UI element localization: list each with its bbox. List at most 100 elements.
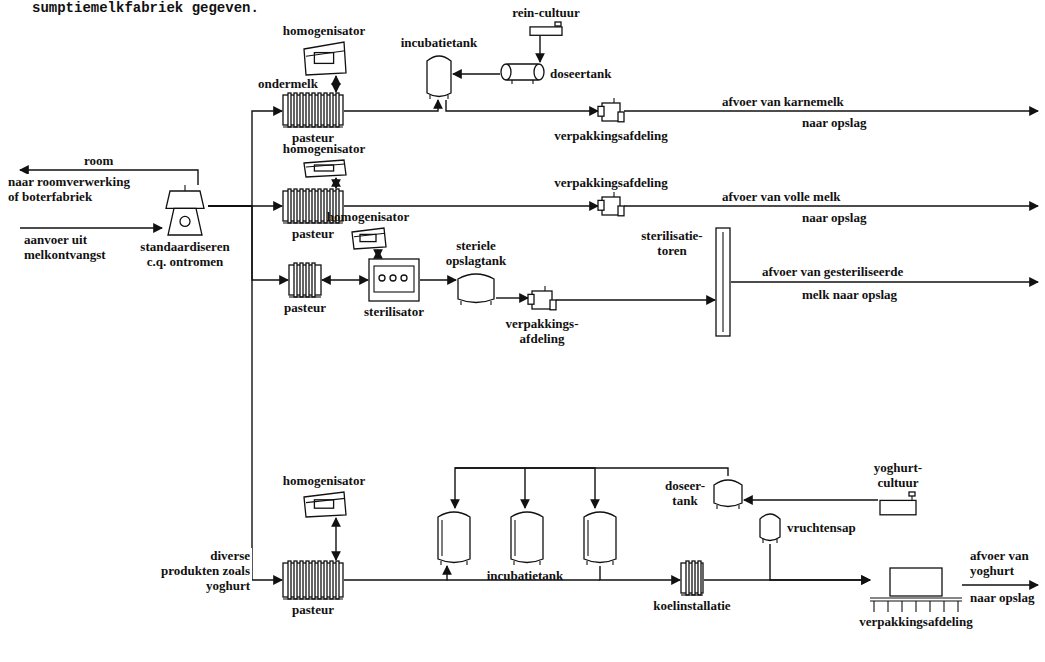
icon-part xyxy=(584,512,616,563)
icon-part xyxy=(306,498,345,502)
flow-connector xyxy=(420,279,456,280)
icon-part xyxy=(336,561,339,599)
icon-part xyxy=(873,601,874,612)
icon-part xyxy=(738,505,739,509)
equipment-label: koelinstallatie xyxy=(653,598,730,613)
yoghurt-out xyxy=(962,584,1038,585)
icon-part xyxy=(511,512,543,563)
equipment-icon xyxy=(878,492,918,516)
flow-connector xyxy=(344,100,438,111)
equipment-label: verpakkingsafdeling xyxy=(554,175,667,190)
icon-part xyxy=(312,93,315,127)
icon-part xyxy=(318,561,321,599)
icon-part xyxy=(618,112,624,122)
milk-out xyxy=(624,205,1038,206)
icon-part xyxy=(283,126,343,127)
icon-part xyxy=(544,286,545,291)
icon-part xyxy=(466,561,467,565)
icon-part xyxy=(716,228,730,336)
equipment-icon xyxy=(500,62,545,84)
equipment-icon xyxy=(712,476,744,510)
icon-part xyxy=(686,561,689,595)
flow-label: naar opslag xyxy=(968,590,1036,605)
equipment-label: homogenisator xyxy=(283,23,365,38)
flow-connector xyxy=(335,178,336,188)
equipment-label: sterilisator xyxy=(364,304,424,319)
icon-part xyxy=(692,561,695,595)
icon-part xyxy=(513,561,514,565)
icon-part xyxy=(438,512,470,563)
dosing-branch xyxy=(455,468,595,508)
icon-part xyxy=(598,200,604,210)
icon-part xyxy=(501,64,511,80)
icon-part xyxy=(681,594,703,595)
icon-part xyxy=(776,539,777,543)
equipment-node: incubatietank xyxy=(432,508,618,566)
flow-connector xyxy=(453,73,500,74)
icon-part xyxy=(288,93,291,127)
flow-connector xyxy=(208,111,282,206)
icon-part xyxy=(288,189,291,223)
icon-part xyxy=(306,164,345,167)
icon-part xyxy=(890,568,942,596)
icon-part xyxy=(534,64,544,80)
equipment-icon xyxy=(598,98,624,126)
icon-part xyxy=(511,80,512,84)
equipment-node: verpakkingsafdeling xyxy=(598,98,624,126)
icon-part xyxy=(427,56,451,97)
equipment-label: sterilisatie-toren xyxy=(633,228,711,258)
equipment-icon xyxy=(425,52,453,100)
icon-part xyxy=(304,160,346,177)
icon-part xyxy=(379,275,385,281)
equipment-icon xyxy=(598,192,624,220)
equipment-label: yoghurt-cultuur xyxy=(866,460,930,490)
icon-part xyxy=(294,93,297,127)
icon-part xyxy=(490,301,491,305)
equipment-label: pasteur xyxy=(292,602,334,617)
icon-part xyxy=(294,189,297,223)
flow-label: aanvoer uit melkontvangst xyxy=(22,232,124,262)
icon-part xyxy=(374,266,414,292)
edge-label: ondermelk xyxy=(256,76,320,91)
flow-label: afvoer van karnemelk xyxy=(720,94,846,109)
equipment-icon xyxy=(870,566,962,612)
equipment-node: vruchtensap xyxy=(758,510,782,544)
equipment-node: homogenisator xyxy=(300,490,348,518)
icon-part xyxy=(440,561,441,565)
equipment-icon xyxy=(528,22,564,36)
sterile-out xyxy=(731,281,1038,282)
equipment-node: verpakkingsafdeling xyxy=(598,192,624,220)
equipment-icon xyxy=(282,92,344,128)
icon-part xyxy=(760,514,780,541)
icon-part xyxy=(602,197,620,215)
icon-part xyxy=(369,259,419,301)
icon-part xyxy=(306,51,345,56)
equipment-node: yoghurt-cultuur xyxy=(878,492,918,516)
buttermilk-out xyxy=(624,110,1038,111)
icon-part xyxy=(336,93,339,127)
equipment-label: vruchtensap xyxy=(787,520,856,535)
equipment-label: homogenisator xyxy=(283,141,365,156)
icon-part xyxy=(762,539,763,543)
icon-part xyxy=(294,561,297,599)
flow-connector xyxy=(344,566,447,580)
icon-part xyxy=(304,42,346,75)
equipment-node: rein-cultuur xyxy=(528,22,564,36)
flow-connector xyxy=(744,499,878,500)
icon-part xyxy=(716,505,717,509)
icon-part xyxy=(532,291,552,309)
icon-part xyxy=(441,520,442,556)
equipment-icon xyxy=(432,508,618,566)
equipment-icon xyxy=(300,40,348,76)
flow-connector xyxy=(704,579,870,580)
equipment-label: standaardiseren c.q. ontromen xyxy=(131,239,239,269)
icon-part xyxy=(714,480,742,507)
flow-connector xyxy=(600,566,680,580)
icon-part xyxy=(318,189,321,223)
equipment-label: homogenisator xyxy=(327,209,409,224)
equipment-icon xyxy=(162,185,208,237)
equipment-node: homogenisator xyxy=(348,226,388,250)
flow-label: naar opslag xyxy=(800,115,868,130)
flow-label: of boterfabriek xyxy=(6,189,94,204)
